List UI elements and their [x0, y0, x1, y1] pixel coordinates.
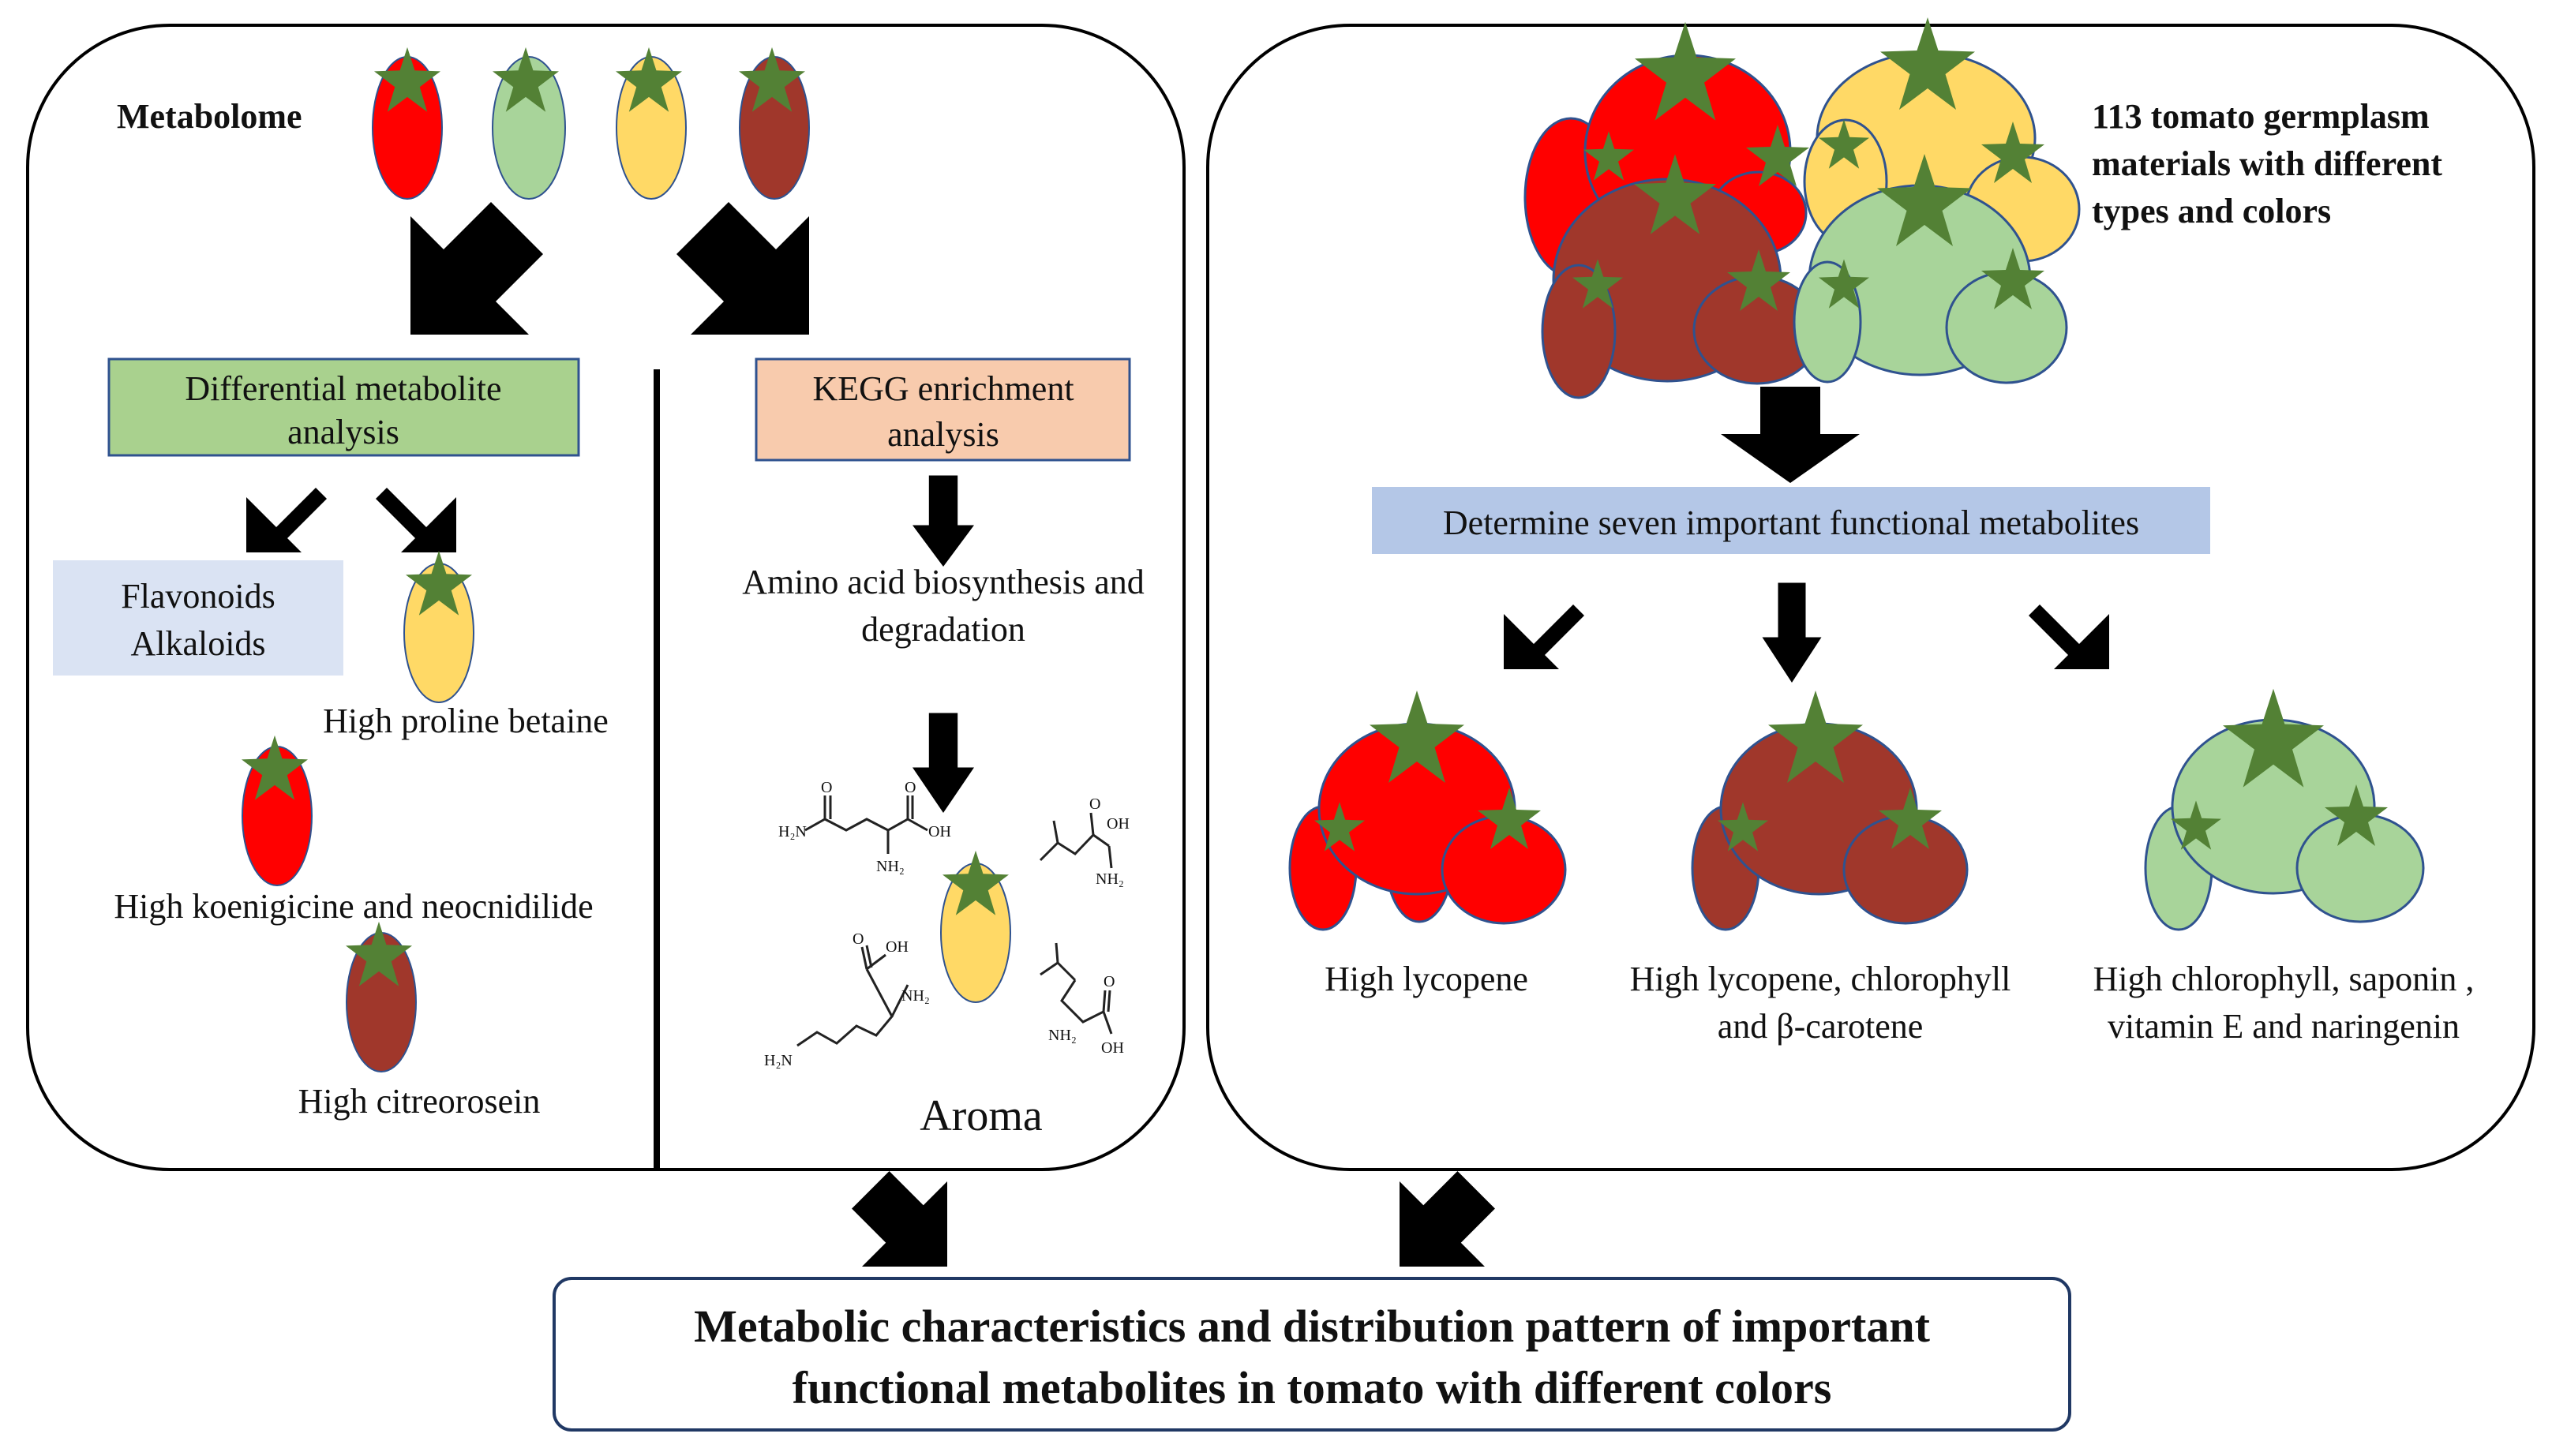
arrow-to-green-outcome	[2029, 604, 2109, 669]
chem1-h2n: H₂N	[778, 823, 807, 840]
arrow-to-aroma	[912, 713, 974, 813]
tomato-green-top	[492, 47, 566, 200]
chem3-nh2: NH₂	[901, 987, 930, 1005]
kegg-box-line2: analysis	[887, 415, 999, 454]
tomato-yellow-aroma	[940, 850, 1011, 1003]
differential-analysis-box	[107, 357, 580, 457]
tomato-red-koenigicine	[242, 735, 313, 886]
arrow-to-determine	[1721, 387, 1860, 483]
outcome-brown-line1: High lycopene, chlorophyll	[1630, 960, 2011, 998]
flavonoids-label: Flavonoids	[121, 577, 275, 616]
alkaloids-label: Alkaloids	[130, 624, 265, 663]
determine-box-label: Determine seven important functional met…	[1443, 503, 2139, 542]
chem3-o: O	[853, 930, 864, 948]
right-panel-border	[1206, 24, 2535, 1171]
tomato-yellow-top	[616, 47, 687, 200]
kegg-box-line1: KEGG enrichment	[812, 369, 1074, 408]
chem2-oh: OH	[1107, 815, 1130, 833]
chem-structure-2	[1039, 812, 1113, 869]
chem4-oh: OH	[1101, 1039, 1124, 1057]
arrow-to-kegg	[676, 202, 809, 335]
germplasm-line1: 113 tomato germplasm	[2092, 97, 2430, 136]
determine-metabolites-box	[1372, 487, 2210, 554]
chem2-o: O	[1089, 795, 1100, 813]
chem4-o: O	[1104, 973, 1115, 990]
chem1-o-b: O	[905, 779, 916, 796]
tomato-cluster-red-main	[1288, 722, 1567, 931]
arrow-to-brown-outcome	[1762, 582, 1822, 683]
outcome-brown-line2: and β-carotene	[1718, 1007, 1924, 1046]
right-panel: 113 tomato germplasm materials with diff…	[1206, 17, 2535, 1171]
germplasm-line3: types and colors	[2092, 192, 2331, 230]
differential-box-line2: analysis	[287, 413, 399, 451]
arrow-to-differential	[410, 202, 543, 335]
chem-structure-1	[804, 795, 928, 854]
conclusion-line1: Metabolic characteristics and distributi…	[694, 1301, 1931, 1352]
arrow-to-flavonoids	[246, 488, 327, 552]
tomato-cluster	[1523, 51, 2081, 399]
chem2-nh2: NH₂	[1096, 870, 1124, 888]
differential-box-line1: Differential metabolite	[185, 369, 501, 408]
conclusion-box	[553, 1277, 2071, 1432]
chem1-oh: OH	[928, 823, 951, 840]
arrow-left-to-bottom	[852, 1171, 947, 1267]
outcome-red-label: High lycopene	[1325, 960, 1528, 998]
chem1-nh2: NH₂	[876, 858, 905, 875]
tomato-brown-top	[739, 47, 810, 200]
chem1-o-a: O	[821, 779, 832, 796]
germplasm-line2: materials with different	[2092, 144, 2442, 183]
chem3-h2n: H₂N	[764, 1052, 793, 1069]
conclusion-line2: functional metabolites in tomato with di…	[793, 1362, 1832, 1413]
label-high-citreorosein: High citreorosein	[298, 1082, 541, 1121]
tomato-brown-citreorosein	[346, 921, 417, 1072]
left-panel-border	[26, 24, 1186, 1171]
tomato-yellow-proline	[403, 550, 474, 703]
tomato-red-top	[372, 47, 443, 200]
outcome-green-line1: High chlorophyll, saponin ,	[2093, 960, 2475, 998]
kegg-analysis-box	[755, 357, 1131, 462]
amino-acid-line2: degradation	[861, 610, 1025, 649]
chem-structure-3	[796, 945, 909, 1047]
left-panel: Metabolome Differential metabolite analy…	[26, 24, 1186, 1171]
label-high-proline: High proline betaine	[323, 702, 609, 740]
outcome-green-line2: vitamin E and naringenin	[2108, 1007, 2460, 1046]
chem3-oh: OH	[886, 938, 909, 956]
chem4-nh2: NH₂	[1048, 1027, 1077, 1044]
chem-structure-4	[1040, 942, 1113, 1035]
arrow-to-red-outcome	[1504, 604, 1584, 669]
label-high-koenigicine: High koenigicine and neocnidilide	[114, 887, 593, 926]
amino-acid-line1: Amino acid biosynthesis and	[742, 563, 1145, 601]
arrow-right-to-bottom	[1400, 1171, 1495, 1267]
metabolome-label: Metabolome	[117, 97, 302, 136]
aroma-label: Aroma	[920, 1091, 1043, 1140]
arrow-to-amino-acid	[912, 475, 974, 567]
tomato-cluster-green	[2144, 718, 2425, 931]
arrow-to-proline	[376, 488, 456, 552]
flavonoids-alkaloids-box	[53, 560, 343, 676]
